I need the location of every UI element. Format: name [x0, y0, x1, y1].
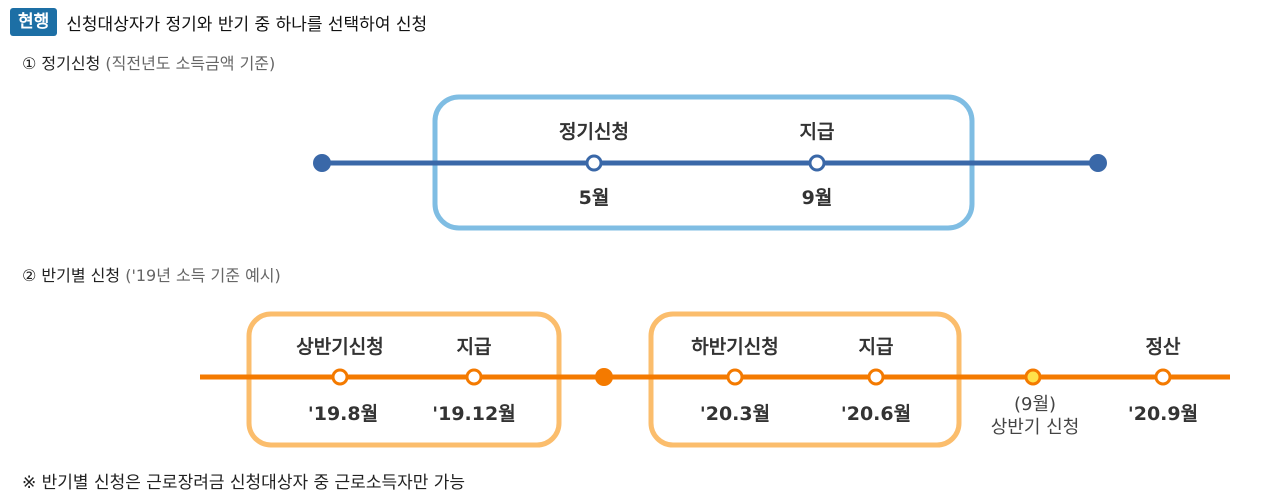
section1-subtitle: (직전년도 소득금액 기준)	[105, 54, 276, 73]
regular-event-pay-marker	[808, 154, 826, 172]
next-apply-month: (9월)	[1014, 394, 1056, 415]
second-half-apply-date: '20.3월	[700, 403, 770, 425]
halfyear-middle-dot	[595, 368, 613, 386]
second-half-pay-marker	[867, 368, 885, 386]
first-half-pay-date: '19.12월	[432, 403, 515, 425]
regular-event-apply-label: 정기신청	[559, 121, 629, 143]
first-half-apply-date: '19.8월	[308, 403, 378, 425]
settlement-label: 정산	[1146, 336, 1181, 358]
first-half-apply-marker	[331, 368, 349, 386]
regular-end-dot	[1089, 154, 1107, 172]
regular-start-dot	[313, 154, 331, 172]
second-half-pay-label: 지급	[859, 336, 894, 358]
second-half-apply-label: 하반기신청	[691, 336, 778, 358]
next-apply-marker	[1024, 368, 1042, 386]
footnote: ※ 반기별 신청은 근로장려금 신청대상자 중 근로소득자만 가능	[22, 473, 466, 493]
section1-title-main: ① 정기신청	[22, 54, 101, 73]
second-half-apply-marker	[726, 368, 744, 386]
first-half-pay-label: 지급	[457, 336, 492, 358]
section2-title-main: ② 반기별 신청	[22, 266, 121, 285]
first-half-pay-marker	[465, 368, 483, 386]
regular-event-apply-marker	[585, 154, 603, 172]
section1-title: ① 정기신청 (직전년도 소득금액 기준)	[22, 50, 275, 74]
section2-subtitle: ('19년 소득 기준 예시)	[125, 266, 281, 285]
regular-event-pay-label: 지급	[800, 121, 835, 143]
header: 현행 신청대상자가 정기와 반기 중 하나를 선택하여 신청	[10, 7, 427, 37]
settlement-date: '20.9월	[1128, 403, 1198, 425]
first-half-apply-label: 상반기신청	[296, 336, 383, 358]
regular-event-pay-date: 9월	[802, 187, 833, 209]
next-apply-label: 상반기 신청	[991, 417, 1080, 438]
regular-event-apply-date: 5월	[579, 187, 610, 209]
section2-title: ② 반기별 신청 ('19년 소득 기준 예시)	[22, 262, 281, 286]
header-text: 신청대상자가 정기와 반기 중 하나를 선택하여 신청	[66, 14, 428, 35]
current-badge: 현행	[10, 8, 58, 36]
settlement-marker	[1154, 368, 1172, 386]
second-half-pay-date: '20.6월	[841, 403, 911, 425]
